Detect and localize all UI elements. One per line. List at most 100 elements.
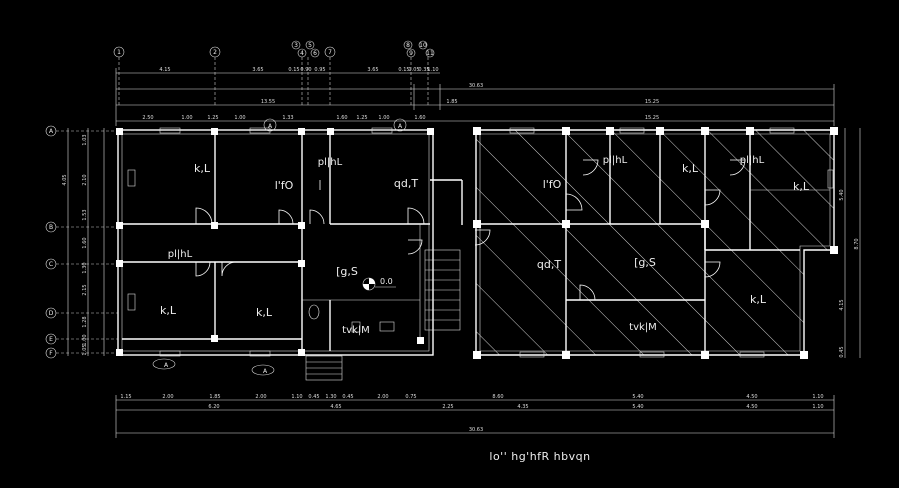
- dimension-label: 13.55: [261, 99, 275, 105]
- dimension-label: 4.35: [517, 404, 528, 410]
- dimension-label: 0.75: [405, 394, 416, 400]
- grid-bubble-label: F: [49, 350, 53, 357]
- dimension-label: 1.10: [427, 67, 438, 73]
- room-label: [g,S: [336, 265, 358, 278]
- dimension-label: 1.60: [336, 115, 347, 121]
- dimension-label: 2.00: [162, 394, 173, 400]
- dimension-label: 1.85: [446, 99, 457, 105]
- room-label: tvk|M: [342, 325, 370, 336]
- grid-bubble-label: 10: [419, 42, 427, 49]
- left-building-walls: [116, 127, 463, 381]
- dimension-label: 1.10: [812, 394, 823, 400]
- grid-bubble-5: 5: [305, 40, 315, 50]
- room-label: k,L: [256, 306, 273, 319]
- dimension-label: 6.20: [208, 404, 219, 410]
- section-mark-label: A: [268, 123, 273, 130]
- dimension-label: 0.45: [839, 346, 845, 357]
- dimension-label: 1.25: [207, 115, 218, 121]
- dimension-label: 0.35: [418, 67, 429, 73]
- dimension-label: 4.15: [159, 67, 170, 73]
- dimension-label: 2.25: [442, 404, 453, 410]
- section-mark-label: A: [398, 123, 403, 130]
- left-dimension-lines: 4.05 1.03 2.10 1.53 1.60 1.30 2.15 1.28 …: [62, 128, 105, 356]
- right-room-labels: l'fO pl|hL k,L pl|hL k,L qd,T [g,S k,L t…: [537, 155, 810, 333]
- room-label: pl|hL: [318, 157, 343, 168]
- grid-bubble-label: 4: [300, 50, 304, 57]
- dimension-label: 4.65: [330, 404, 341, 410]
- dimension-label: 5.40: [839, 189, 845, 200]
- room-label: k,L: [793, 180, 810, 193]
- grid-bubble-11: 11: [425, 48, 435, 106]
- room-label: k,L: [160, 304, 177, 317]
- grid-bubble-label: C: [49, 261, 53, 268]
- dimension-total: 8.70: [854, 238, 860, 249]
- grid-bubble-label: 8: [406, 42, 410, 49]
- dimension-label: 1.28: [82, 316, 88, 327]
- dimension-label: 4.50: [746, 404, 757, 410]
- grid-bubble-8: 8: [403, 40, 413, 50]
- grid-bubble-9: 9: [406, 48, 416, 106]
- dimension-label: 5.40: [632, 394, 643, 400]
- grid-bubble-F: F: [45, 347, 118, 359]
- dimension-label: 1.10: [291, 394, 302, 400]
- dimension-label: 1.60: [414, 115, 425, 121]
- dimension-label: 0.45: [342, 394, 353, 400]
- dimension-label: 1.10: [812, 404, 823, 410]
- dimension-label: 3.65: [252, 67, 263, 73]
- dimension-label: 2.00: [377, 394, 388, 400]
- dimension-label: 1.05: [408, 67, 419, 73]
- grid-bubble-label: 6: [313, 50, 317, 57]
- right-dimension-lines: 5.40 4.15 0.45 8.70: [839, 128, 861, 358]
- dimension-label: 1.53: [82, 209, 88, 220]
- grid-bubble-A: A: [45, 125, 118, 137]
- dimension-label: 1.60: [82, 237, 88, 248]
- dimension-label: 2.50: [142, 115, 153, 121]
- section-mark-label: A: [263, 368, 268, 375]
- room-label: k,L: [750, 293, 767, 306]
- grid-bubble-B: B: [45, 221, 118, 233]
- dimension-total: 4.05: [62, 174, 68, 185]
- dimension-label: 1.03: [82, 134, 88, 145]
- room-label: pl|hL: [740, 155, 765, 166]
- room-label: l'fO: [543, 178, 562, 191]
- left-room-labels: k,L l'fO qd,T pl|hL pl|hL k,L k,L [g,S t…: [160, 157, 418, 336]
- room-label: qd,T: [394, 177, 418, 190]
- level-marker: 0.0: [362, 277, 396, 291]
- grid-bubble-label: 1: [117, 49, 121, 56]
- grid-bubble-10: 10: [418, 40, 428, 50]
- dimension-label: 1.30: [325, 394, 336, 400]
- dimension-label: 2.00: [255, 394, 266, 400]
- bottom-dimension-lines: 1.15 2.00 1.85 2.00 1.10 0.45 1.30 0.45 …: [115, 394, 835, 438]
- grid-bubble-label: 11: [426, 50, 434, 57]
- section-mark: A: [251, 364, 275, 376]
- section-mark: A: [152, 358, 176, 370]
- grid-bubble-3: 3: [291, 40, 301, 50]
- room-label: pl|hL: [168, 249, 193, 260]
- grid-bubble-label: 9: [409, 50, 413, 57]
- dimension-label: 15.25: [645, 99, 659, 105]
- drawing-caption: lo'' hg'hfR hbvqn: [489, 450, 590, 463]
- dimension-label: 1.30: [82, 262, 88, 273]
- level-value: 0.0: [380, 277, 393, 286]
- grid-bubble-C: C: [45, 258, 118, 270]
- column-grid-bubbles: 1 2 3 4 5 6 7 8 9 10 11: [113, 40, 435, 106]
- dimension-label: 5.40: [632, 404, 643, 410]
- grid-bubble-1: 1: [113, 46, 125, 106]
- grid-bubble-label: A: [49, 128, 54, 135]
- dimension-label: 15.25: [645, 115, 659, 121]
- top-dimension-lines: 4.15 3.65 0.15 0.90 0.95 3.65 0.15 1.05 …: [115, 67, 835, 126]
- dimension-label: 1.00: [181, 115, 192, 121]
- dimension-label: 1.25: [356, 115, 367, 121]
- dimension-label: 0.45: [308, 394, 319, 400]
- section-mark-label: A: [164, 362, 169, 369]
- grid-bubble-7: 7: [324, 46, 336, 106]
- grid-bubble-label: B: [49, 224, 53, 231]
- room-label: l'fO: [275, 179, 294, 192]
- dimension-label: 1.15: [120, 394, 131, 400]
- row-grid-bubbles: A B C D E F: [45, 125, 118, 359]
- dimension-total: 30.63: [469, 427, 483, 433]
- dimension-label: 8.60: [492, 394, 503, 400]
- grid-bubble-D: D: [45, 307, 118, 319]
- grid-bubble-label: 3: [294, 42, 298, 49]
- grid-bubble-label: E: [49, 336, 53, 343]
